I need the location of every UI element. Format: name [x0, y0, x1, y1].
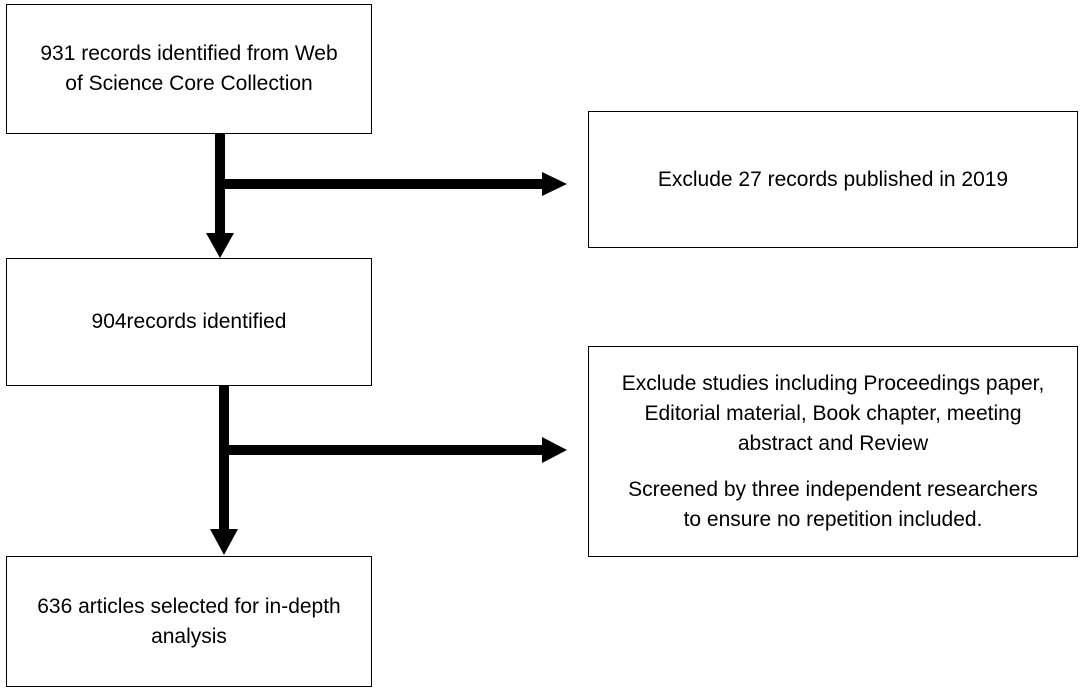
- screening-line-1: Screened by three independent researcher…: [628, 477, 1038, 501]
- arrow-3-head: [210, 529, 238, 555]
- exclude-types-box: Exclude studies including Proceedings pa…: [588, 346, 1078, 557]
- arrow-1-head: [206, 233, 234, 258]
- articles-selected-box: 636 articles selected for in-depth analy…: [6, 556, 372, 687]
- articles-selected-line-2: analysis: [151, 624, 227, 648]
- articles-selected-line-1: 636 articles selected for in-depth: [37, 594, 341, 618]
- records-identified-line-1: 931 records identified from Web: [40, 42, 338, 65]
- arrow-2-head: [542, 172, 567, 196]
- screening-paragraph: Screened by three independent researcher…: [628, 475, 1038, 535]
- exclude-criteria-line-1: Exclude studies including Proceedings pa…: [621, 371, 1045, 395]
- exclude-criteria-line-2: Editorial material, Book chapter, meetin…: [644, 401, 1022, 425]
- exclude-2019-line-1: Exclude 27 records published in 2019: [657, 167, 1009, 191]
- screening-line-2: to ensure no repetition included.: [683, 507, 983, 531]
- records-identified-line-2: of Science Core Collection: [65, 72, 313, 95]
- arrow-4-head: [542, 437, 567, 463]
- records-remaining-line-1: 904records identified: [91, 310, 287, 333]
- exclude-2019-box: Exclude 27 records published in 2019: [588, 111, 1078, 248]
- exclude-criteria-paragraph: Exclude studies including Proceedings pa…: [622, 369, 1045, 459]
- records-identified-box: 931 records identified from Web of Scien…: [6, 4, 372, 134]
- exclude-criteria-line-3: abstract and Review: [737, 431, 929, 455]
- records-remaining-box: 904records identified: [6, 258, 372, 386]
